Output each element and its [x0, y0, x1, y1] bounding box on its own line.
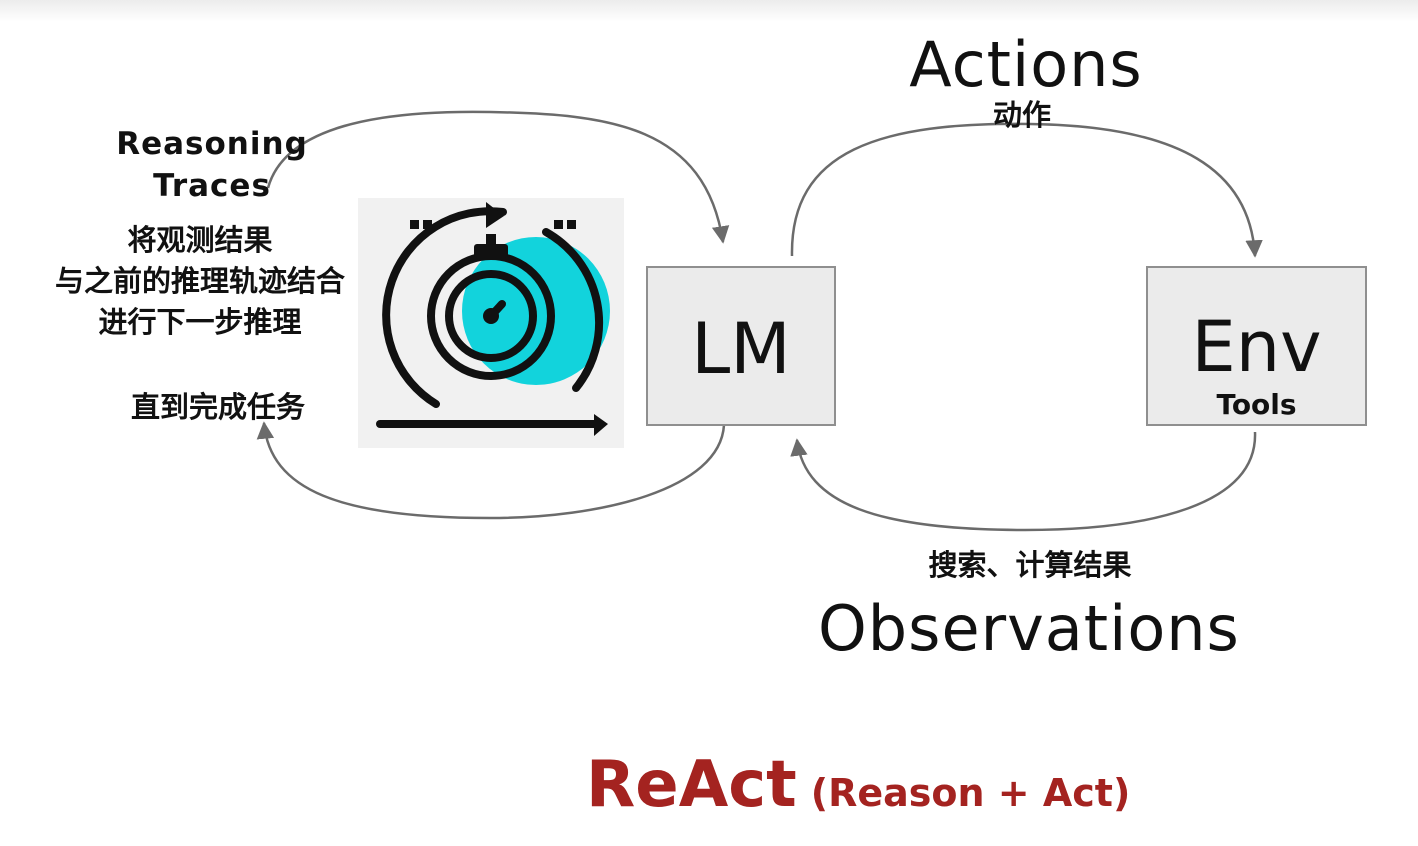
- lm-box-title: LM: [691, 308, 791, 390]
- footer-sub-text: (Reason + Act): [810, 771, 1131, 815]
- arrow-reasoning-to-lm: [266, 110, 730, 244]
- env-box: Env Tools: [1146, 266, 1367, 426]
- observations-subtitle: 搜索、计算结果: [928, 548, 1132, 582]
- env-box-subtitle: Tools: [1216, 388, 1297, 421]
- arrow-lm-to-reasoning: [256, 421, 726, 520]
- reasoning-description-line: 进行下一步推理: [98, 305, 302, 339]
- env-box-title: Env: [1191, 306, 1322, 388]
- iterative-cycle-stopwatch-icon: [358, 198, 624, 448]
- reasoning-traces-label: Reasoning Traces: [112, 123, 312, 207]
- lm-box: LM: [646, 266, 836, 426]
- actions-label: Actions: [909, 28, 1143, 101]
- reasoning-title-line: Reasoning: [116, 126, 308, 162]
- footer-title: ReAct (Reason + Act): [586, 748, 1130, 828]
- reasoning-description: 将观测结果 与之前的推理轨迹结合 进行下一步推理: [30, 220, 370, 343]
- arrow-observations-to-lm: [790, 431, 1257, 532]
- reasoning-until-label: 直到完成任务: [130, 390, 305, 424]
- arrow-actions-to-env: [790, 122, 1263, 258]
- top-shadow: [0, 0, 1418, 22]
- observations-label: Observations: [818, 592, 1240, 665]
- footer-main-text: ReAct: [586, 748, 797, 822]
- reasoning-description-line: 与之前的推理轨迹结合: [54, 264, 345, 298]
- actions-subtitle: 动作: [992, 98, 1051, 132]
- reasoning-title-line: Traces: [153, 168, 271, 204]
- reasoning-description-line: 将观测结果: [127, 223, 273, 257]
